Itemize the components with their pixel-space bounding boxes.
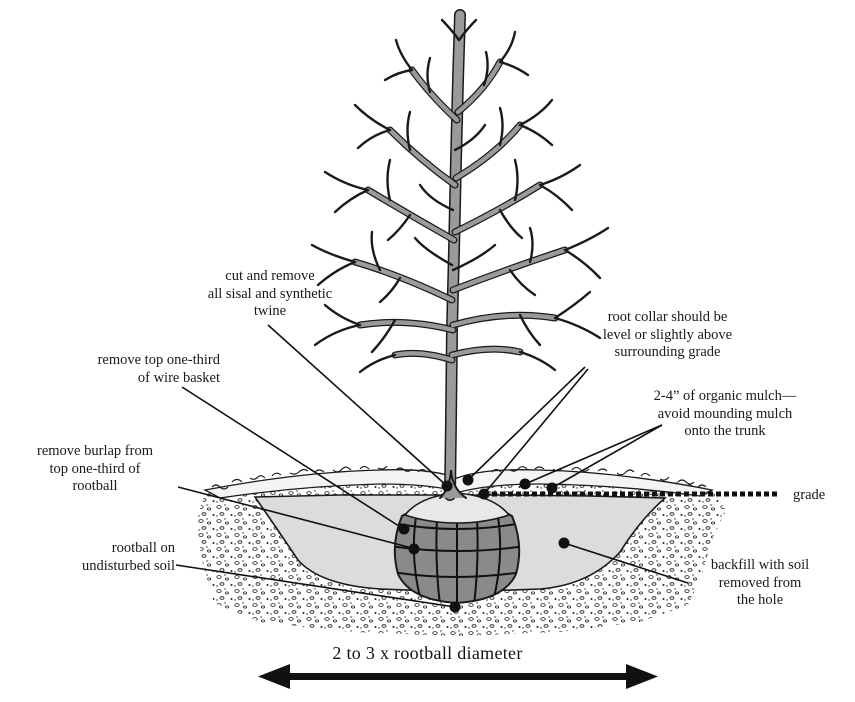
label-root-collar: root collar should be level or slightly … xyxy=(602,309,733,360)
leader-lines xyxy=(175,324,689,608)
mulch-layer xyxy=(203,469,714,499)
rootball xyxy=(393,492,521,605)
double-headed-arrow-icon xyxy=(258,664,658,689)
bare-deciduous-tree-icon xyxy=(310,9,610,501)
mulch-texture xyxy=(211,465,707,490)
label-burlap: remove burlap from top one-third of root… xyxy=(37,443,153,494)
leader-dots xyxy=(398,474,570,613)
label-backfill: backfill with soil removed from the hole xyxy=(710,557,810,608)
label-grade: grade xyxy=(793,487,826,503)
label-rootball-soil: rootball on undisturbed soil xyxy=(81,540,175,574)
dimension-label: 2 to 3 x rootball diameter xyxy=(332,643,523,663)
label-wire-basket: remove top one-third of wire basket xyxy=(97,352,220,386)
label-twine: cut and remove all sisal and synthetic t… xyxy=(207,268,333,319)
label-mulch: 2-4” of organic mulch— avoid mounding mu… xyxy=(653,388,797,439)
